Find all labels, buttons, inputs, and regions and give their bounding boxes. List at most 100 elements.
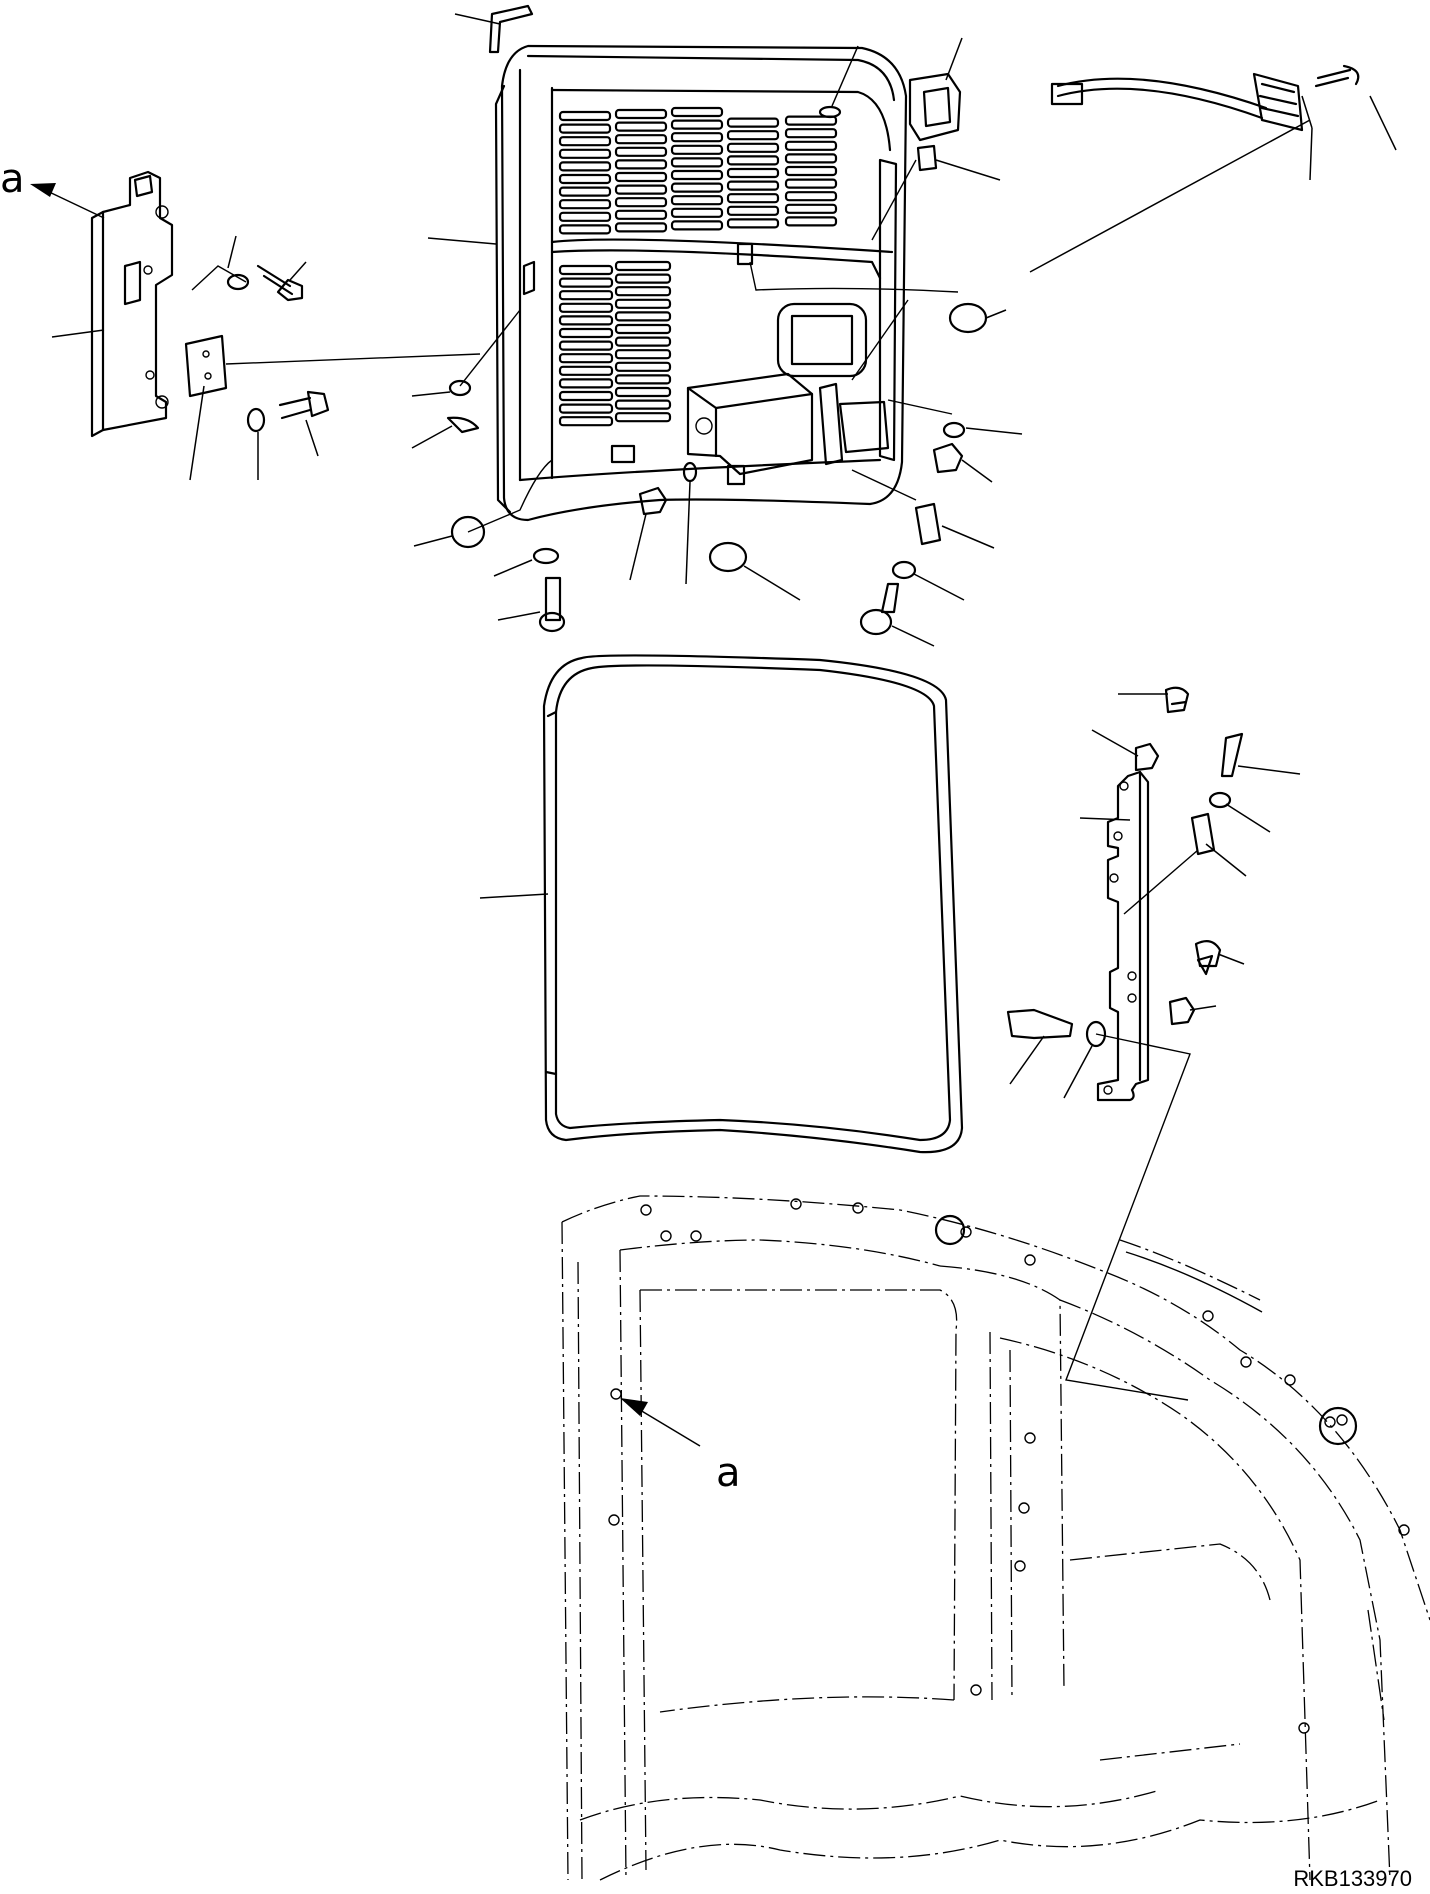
frame-bolt-hole	[1024, 1432, 1036, 1444]
vent-slot	[614, 311, 672, 322]
vent-slot	[726, 205, 780, 216]
frame-bolt-hole	[690, 1230, 702, 1242]
lower-vent-slots	[558, 260, 672, 427]
vent-slot	[784, 203, 838, 214]
vent-slot	[558, 123, 612, 134]
vent-slot	[558, 416, 614, 427]
frame-bolt-hole	[960, 1226, 972, 1238]
vent-slot	[784, 191, 838, 202]
vent-slot	[558, 264, 614, 276]
vent-slot	[670, 207, 724, 218]
frame-bolt-hole	[1202, 1310, 1214, 1322]
frame-bolt-hole	[1324, 1416, 1336, 1428]
frame-bolt-hole	[660, 1230, 672, 1242]
frame-bolt-hole	[1298, 1722, 1310, 1734]
frame-bolt-hole	[608, 1514, 620, 1526]
frame-bolt-hole	[852, 1202, 864, 1214]
vent-slot	[558, 148, 612, 159]
frame-boss	[1318, 1406, 1358, 1446]
vent-slot	[614, 323, 672, 335]
view-arrow-a-bottom: a	[620, 1398, 741, 1496]
vent-slot	[670, 119, 724, 130]
vent-slot	[558, 199, 612, 210]
vent-slot	[558, 136, 612, 147]
vent-slot	[784, 115, 838, 126]
drawing-code: RKB133970	[1293, 1866, 1412, 1891]
vent-slot	[558, 353, 614, 364]
vent-slot	[614, 386, 672, 398]
vent-slot	[670, 220, 724, 231]
vent-slot	[558, 327, 614, 339]
vent-slot	[670, 132, 724, 143]
frame-bolt-hole	[1284, 1374, 1296, 1386]
frame-bolt-hole	[610, 1388, 622, 1400]
front-cover-panel	[494, 44, 908, 522]
vent-slot	[670, 157, 724, 168]
vent-slot	[784, 153, 838, 164]
frame-bolt-hole	[1240, 1356, 1252, 1368]
vent-slot	[614, 159, 668, 170]
vent-slot	[614, 260, 672, 272]
vent-slot	[726, 130, 780, 141]
vent-slot	[558, 340, 614, 351]
window-glass-seal	[479, 654, 964, 1154]
upper-vent-slots	[558, 106, 838, 235]
view-label-a-top: a	[0, 156, 25, 202]
vent-slot	[614, 273, 672, 284]
vent-slot	[558, 110, 612, 122]
frame-bolt-holes	[608, 1198, 1410, 1734]
vent-slot	[558, 302, 614, 313]
vent-slot	[726, 117, 780, 128]
frame-bolt-hole	[1336, 1414, 1348, 1426]
panel-fasteners	[446, 4, 1360, 636]
vent-slot	[726, 193, 780, 204]
vent-slot	[558, 277, 614, 288]
vent-slot	[558, 224, 612, 235]
vent-slot	[784, 140, 838, 151]
vent-slot	[614, 121, 668, 132]
vent-slot	[614, 108, 668, 120]
frame-bolt-hole	[1014, 1560, 1026, 1572]
vent-slot	[614, 412, 672, 423]
vent-slot	[784, 165, 838, 177]
vent-slot	[614, 184, 668, 195]
cab-frame-phantom	[561, 1195, 1430, 1881]
vent-slot	[726, 167, 780, 179]
vent-slot	[726, 142, 780, 153]
vent-slot	[558, 378, 614, 389]
vent-slot	[614, 209, 668, 220]
vent-slot	[614, 349, 672, 360]
vent-slot	[558, 403, 614, 414]
view-arrow-a-top: a	[0, 156, 105, 219]
panel-leaders	[411, 13, 1397, 647]
vent-slot	[726, 180, 780, 191]
vent-slot	[614, 146, 668, 157]
frame-bolt-hole	[1024, 1254, 1036, 1266]
frame-bolt-hole	[1398, 1524, 1410, 1536]
vent-slot	[558, 186, 612, 197]
vent-slot	[784, 128, 838, 139]
frame-bolt-hole	[1018, 1502, 1030, 1514]
frame-bolt-hole	[640, 1204, 652, 1216]
frame-boss	[934, 1214, 966, 1246]
left-mounting-bracket	[90, 170, 228, 438]
vent-slot	[614, 336, 672, 347]
frame-bolt-hole	[790, 1198, 802, 1210]
vent-slot	[726, 218, 780, 229]
vent-slot	[784, 216, 838, 227]
left-fasteners	[51, 235, 481, 481]
vent-slot	[614, 286, 672, 297]
vent-slot	[670, 169, 724, 181]
panel-details	[522, 105, 890, 486]
vent-slot	[614, 399, 672, 410]
view-label-a-bottom: a	[716, 1450, 741, 1496]
vent-slot	[726, 155, 780, 166]
vent-slot	[614, 171, 668, 183]
vent-slot	[614, 197, 668, 208]
vent-slot	[670, 106, 724, 118]
vent-slot	[558, 315, 614, 326]
vent-slot	[558, 390, 614, 402]
vent-slot	[614, 298, 672, 309]
vent-slot	[614, 222, 668, 233]
